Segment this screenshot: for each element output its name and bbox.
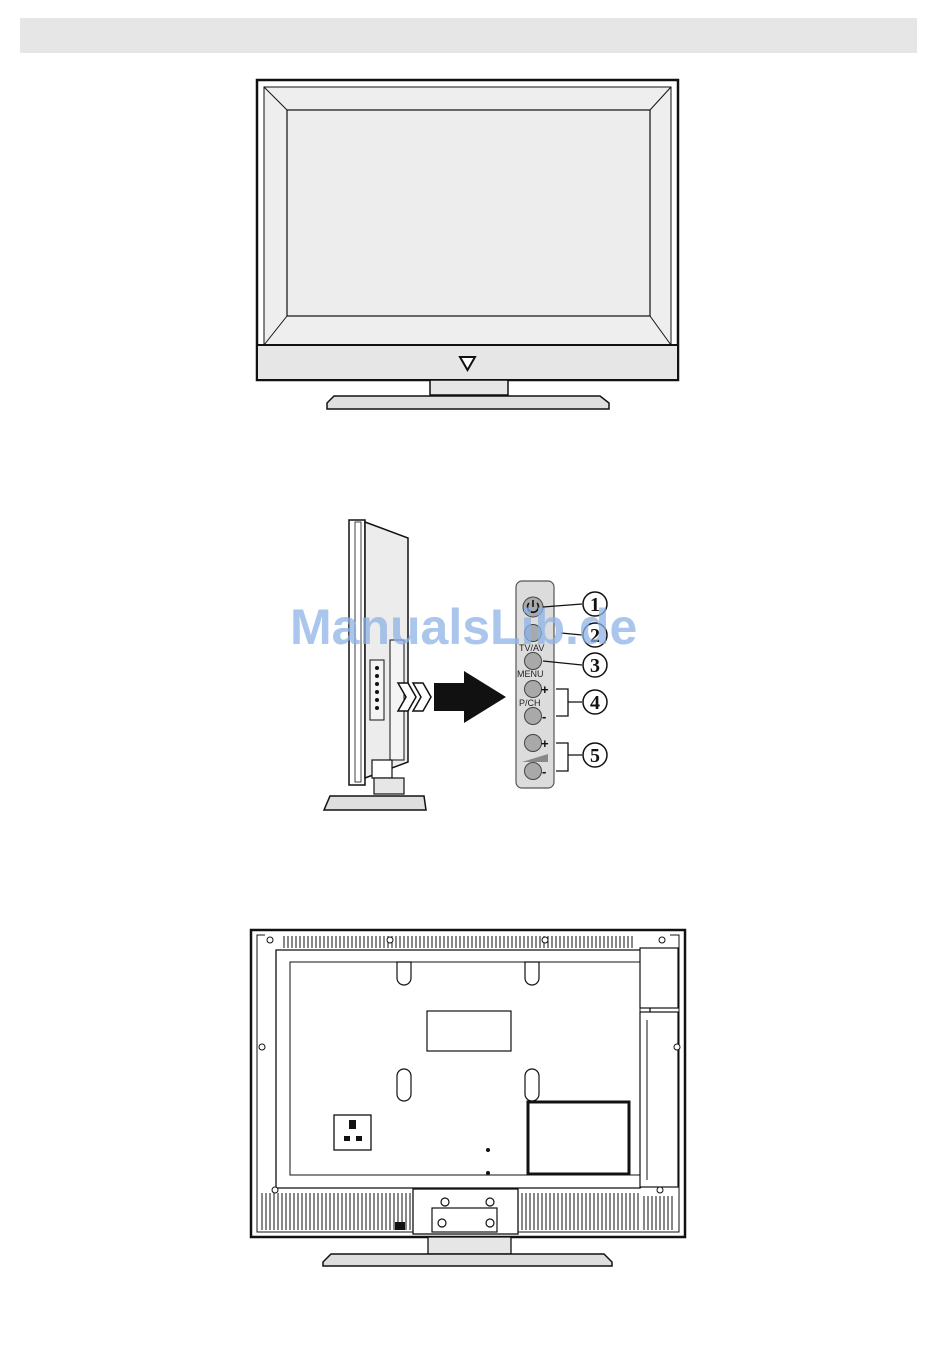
tv-av-button xyxy=(525,653,542,670)
vol-down-button xyxy=(525,763,542,780)
tv-side-view xyxy=(324,520,426,810)
prog-plus-label: + xyxy=(541,682,549,697)
prog-down-button xyxy=(525,708,542,725)
vol-up-button xyxy=(525,735,542,752)
direction-arrow xyxy=(398,671,506,723)
watermark: ManualsLib.de xyxy=(290,599,637,655)
menu-label: MENU xyxy=(517,669,544,679)
vol-plus-label: + xyxy=(541,736,549,751)
callout-3: 3 xyxy=(590,655,600,677)
vol-minus-label: - xyxy=(542,764,546,779)
callout-4: 4 xyxy=(590,692,600,714)
pch-label: P/CH xyxy=(519,698,541,708)
prog-up-button xyxy=(525,681,542,698)
prog-minus-label: - xyxy=(542,709,546,724)
tv-front-view xyxy=(257,80,678,409)
callout-5: 5 xyxy=(590,745,600,767)
tv-back-view xyxy=(251,930,685,1266)
